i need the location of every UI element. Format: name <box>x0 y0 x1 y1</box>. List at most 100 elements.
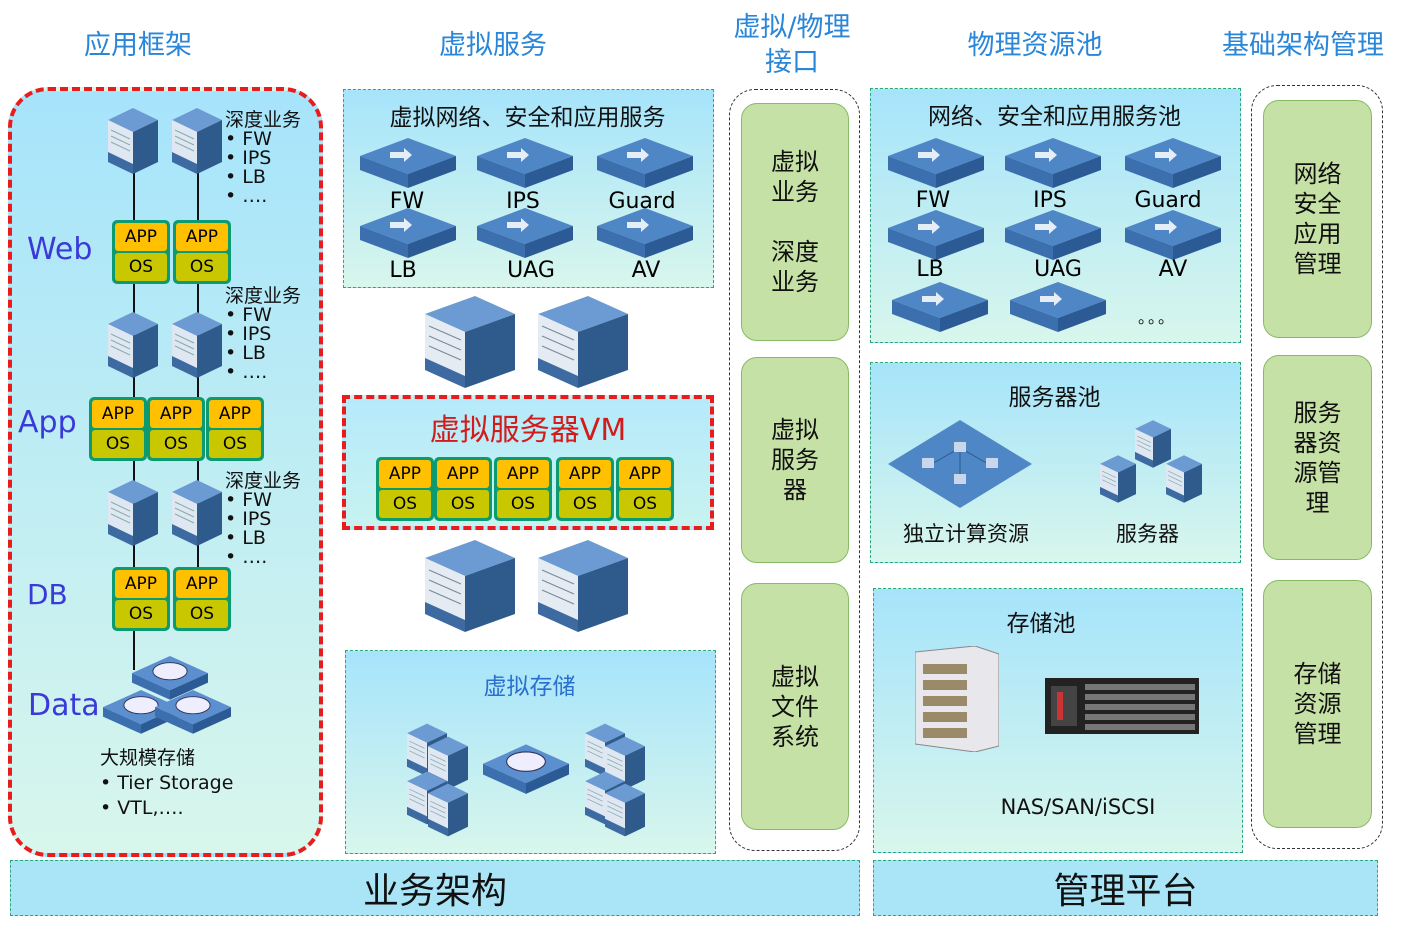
bullet-lb: • LB <box>225 166 266 188</box>
firewall-device-icon <box>360 138 456 188</box>
bullet-more: • …. <box>225 361 268 383</box>
ips-device-icon <box>477 138 573 188</box>
device-label-uag: UAG <box>507 258 555 283</box>
header-virtual-services: 虚拟服务 <box>439 30 547 61</box>
av-device-icon <box>597 208 693 258</box>
bullet-vtl: • VTL,…. <box>100 797 184 819</box>
management-platform-bar: 管理平台 <box>873 860 1378 916</box>
physical-server-icon <box>425 540 515 632</box>
deep-service-list-db: 深度业务 • FW • IPS • LB • …. <box>225 472 301 567</box>
physical-server-icon <box>538 540 628 632</box>
server-icon <box>172 108 222 174</box>
storage-server-icon <box>428 782 468 838</box>
device-label-guard: Guard <box>608 189 676 214</box>
device-label-ips: IPS <box>1033 188 1067 213</box>
header-app-framework: 应用框架 <box>84 30 192 61</box>
business-architecture-bar: 业务架构 <box>10 860 860 916</box>
device-label-av: AV <box>631 258 661 283</box>
tier-web-label: Web <box>27 232 93 267</box>
bullet-fw: • FW <box>225 304 272 326</box>
compute-network-icon <box>888 420 1032 508</box>
bullet-ips: • IPS <box>225 147 272 169</box>
deep-service-list-app: 深度业务 • FW • IPS • LB • …. <box>225 287 301 382</box>
virtual-vm-title: 虚拟服务器VM <box>429 413 627 448</box>
virtual-server-label: 虚拟 服务 器 <box>771 416 819 504</box>
lb-device-icon <box>888 210 984 260</box>
uag-device-icon <box>892 282 988 332</box>
mgmt-box-server: 服务 器资 源管 理 <box>1263 355 1372 560</box>
interface-box-virtual-server: 虚拟 服务 器 <box>741 357 849 563</box>
header-infra-mgmt: 基础架构管理 <box>1222 30 1384 61</box>
disk-stack-icon <box>155 686 231 734</box>
servers-label: 服务器 <box>1116 522 1179 546</box>
server-icon <box>172 480 222 546</box>
server-icon <box>172 312 222 378</box>
device-label-uag: UAG <box>1034 257 1082 282</box>
virtual-fs-label: 虚拟 文件 系统 <box>771 662 819 751</box>
tier-db-label: DB <box>27 578 68 611</box>
deep-service-title: 深度业务 <box>225 109 302 131</box>
uag-device-icon <box>1005 210 1101 260</box>
server-pool-title: 服务器池 <box>1008 385 1101 411</box>
virtual-business-label: 虚拟 业务 <box>771 148 819 206</box>
guard-device-icon <box>1125 138 1221 188</box>
ips-device-icon <box>1005 138 1101 188</box>
deep-business-label: 深度 业务 <box>771 238 819 296</box>
bullet-more: • …. <box>225 185 268 207</box>
bullet-fw: • FW <box>225 489 272 511</box>
compute-resource-label: 独立计算资源 <box>903 522 1029 546</box>
large-storage-title: 大规模存储 <box>100 747 196 769</box>
virtual-storage-title: 虚拟存储 <box>483 674 576 700</box>
physical-server-icon <box>425 296 515 388</box>
lb-device-icon <box>360 208 456 258</box>
interface-box-virtual-business: 虚拟 业务 深度 业务 <box>741 103 849 341</box>
interface-column <box>729 89 860 851</box>
large-storage-list: 大规模存储 • Tier Storage • VTL,…. <box>100 746 233 821</box>
server-mgmt-label: 服务 器资 源管 理 <box>1293 398 1342 517</box>
bullet-more: • …. <box>225 546 268 568</box>
storage-mgmt-label: 存储 资源 管理 <box>1293 660 1342 748</box>
server-icon <box>108 480 158 546</box>
bullet-lb: • LB <box>225 342 266 364</box>
storage-pool-title: 存储池 <box>1006 611 1076 637</box>
disk-icon <box>483 740 569 794</box>
deep-service-title: 深度业务 <box>225 470 302 492</box>
app-framework-panel <box>8 87 323 857</box>
av-device-icon <box>1010 282 1106 332</box>
guard-device-icon <box>597 138 693 188</box>
bullet-ips: • IPS <box>225 508 272 530</box>
tier-app-label: App <box>18 405 77 440</box>
management-column <box>1251 85 1383 849</box>
header-interface-line2: 接口 <box>765 47 819 78</box>
more-devices-ellipsis: 。。。 <box>1138 308 1177 327</box>
network-mgmt-label: 网络 安全 应用 管理 <box>1293 160 1342 278</box>
device-label-lb: LB <box>389 258 417 283</box>
deep-service-title: 深度业务 <box>225 285 302 307</box>
device-label-guard: Guard <box>1134 188 1202 213</box>
bullet-ips: • IPS <box>225 323 272 345</box>
tier-data-label: Data <box>28 688 100 723</box>
server-icon <box>108 108 158 174</box>
interface-box-virtual-fs: 虚拟 文件 系统 <box>741 583 849 830</box>
bullet-fw: • FW <box>225 128 272 150</box>
bullet-tier-storage: • Tier Storage <box>100 772 234 794</box>
deep-service-list-web: 深度业务 • FW • IPS • LB • …. <box>225 111 301 206</box>
server-tower-icon <box>1166 450 1202 508</box>
firewall-device-icon <box>888 138 984 188</box>
av-device-icon <box>1125 210 1221 260</box>
virtual-network-services-title: 虚拟网络、安全和应用服务 <box>389 105 666 131</box>
bullet-lb: • LB <box>225 527 266 549</box>
device-label-lb: LB <box>916 257 944 282</box>
device-label-fw: FW <box>915 188 951 213</box>
physical-server-icon <box>538 296 628 388</box>
network-services-pool-title: 网络、安全和应用服务池 <box>928 104 1181 130</box>
